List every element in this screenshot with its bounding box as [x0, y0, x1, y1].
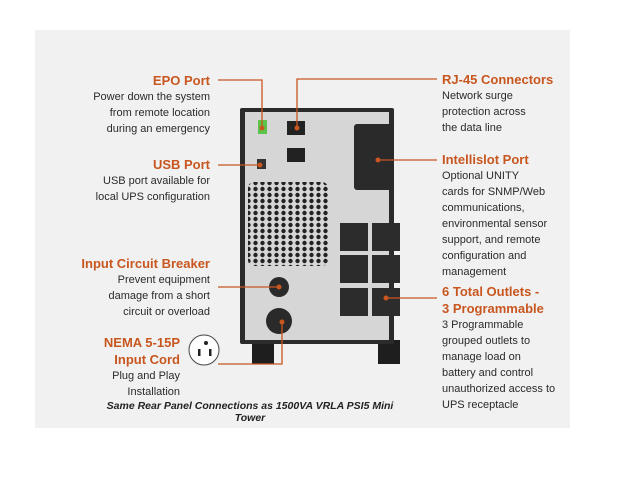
foot-left: [252, 340, 274, 364]
callout-outlets: 6 Total Outlets - 3 Programmable 3 Progr…: [442, 283, 555, 413]
callout-text: from remote location: [109, 107, 210, 119]
callout-rj45: RJ-45 Connectors Network surge protectio…: [442, 71, 553, 136]
callout-title: EPO Port: [152, 73, 210, 88]
callout-text: Optional UNITY: [442, 170, 520, 182]
callout-title: Input Cord: [114, 352, 180, 367]
callout-text: USB port available for: [103, 175, 210, 187]
rj45-out: [287, 148, 305, 162]
callout-text: damage from a short: [108, 290, 211, 302]
nema-plug-icon: [188, 334, 220, 366]
callout-text: 3 Programmable: [442, 319, 524, 331]
callout-title: 3 Programmable: [442, 301, 544, 316]
leader-lines: [218, 78, 437, 365]
caption: Same Rear Panel Connections as 1500VA VR…: [106, 400, 394, 424]
callout-breaker: Input Circuit Breaker Prevent equipment …: [81, 255, 210, 320]
callout-text: protection across: [442, 106, 526, 118]
callout-text: Network surge: [442, 90, 513, 102]
callout-text: battery and control: [442, 367, 534, 379]
intellislot-cover: [354, 124, 394, 190]
callout-title: RJ-45 Connectors: [442, 72, 554, 87]
callout-text: grouped outlets to: [442, 335, 531, 347]
fan-grille: [248, 182, 328, 266]
callout-epo: EPO Port Power down the system from remo…: [93, 72, 210, 137]
callout-text: Plug and Play: [112, 370, 180, 382]
callout-text: Prevent equipment: [117, 274, 210, 286]
callout-nema: NEMA 5-15P Input Cord Plug and Play Inst…: [104, 334, 180, 400]
callout-text: circuit or overload: [123, 306, 210, 318]
callout-text: environmental sensor: [442, 218, 548, 230]
callout-text: Installation: [127, 386, 180, 398]
outlets: [340, 223, 400, 316]
callout-usb: USB Port USB port available for local UP…: [96, 156, 210, 205]
callout-text: local UPS configuration: [95, 191, 210, 203]
callout-text: the data line: [442, 122, 502, 134]
callout-text: configuration and: [442, 250, 527, 262]
callout-title: USB Port: [152, 157, 210, 172]
foot-right: [378, 340, 400, 364]
input-cord-socket: [266, 308, 292, 334]
callout-title: Input Circuit Breaker: [81, 256, 210, 271]
callout-text: support, and remote: [442, 234, 541, 246]
callout-text: unauthorized access to: [442, 383, 556, 395]
callout-text: during an emergency: [106, 123, 210, 135]
callout-text: UPS receptacle: [442, 399, 519, 411]
callout-text: Power down the system: [93, 91, 210, 103]
callout-title: 6 Total Outlets -: [442, 284, 540, 299]
callout-text: communications,: [442, 202, 525, 214]
callout-text: management: [442, 266, 507, 278]
callout-title: Intellislot Port: [442, 152, 529, 167]
callout-intellislot: Intellislot Port Optional UNITY cards fo…: [442, 151, 547, 280]
callout-text: manage load on: [442, 351, 521, 363]
callout-text: cards for SNMP/Web: [442, 186, 546, 198]
callout-title: NEMA 5-15P: [103, 335, 180, 350]
